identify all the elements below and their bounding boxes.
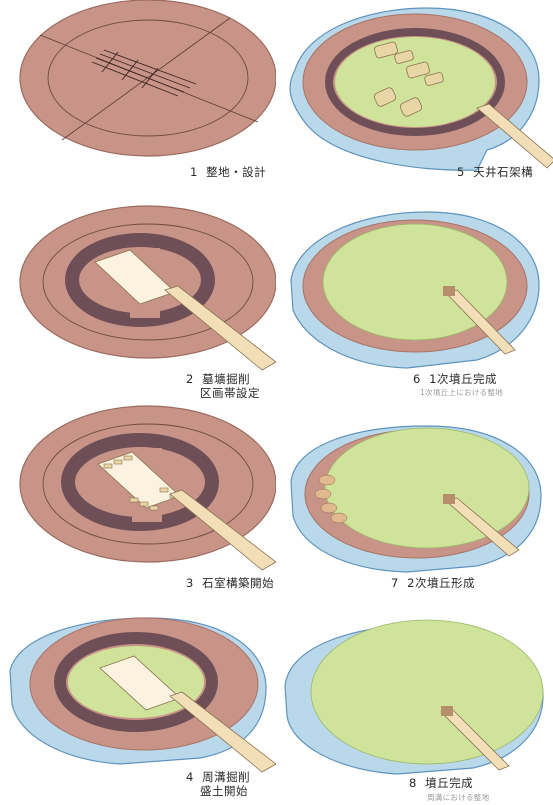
note-8: 周溝における整地 [427, 792, 489, 803]
panel-7-illustration [277, 400, 553, 600]
panel-7: 7 2次墳丘形成 [277, 400, 553, 600]
caption-4: 4 周溝掘削 盛土開始 [186, 770, 250, 798]
caption-1: 1 整地・設計 [190, 165, 266, 179]
caption-6: 6 1次墳丘完成 [413, 372, 497, 386]
panel-8-illustration [277, 600, 553, 800]
panel-3-illustration [0, 400, 276, 600]
caption-5: 5 天井石架構 [457, 165, 533, 179]
caption-2: 2 墓壙掘削 区画帯設定 [186, 372, 260, 400]
panel-6: 6 1次墳丘完成 1次墳丘上における整地 [277, 200, 553, 400]
panel-4: 4 周溝掘削 盛土開始 [0, 600, 276, 800]
panel-6-illustration [277, 200, 553, 400]
panel-1: 1 整地・設計 [0, 0, 276, 200]
note-6: 1次墳丘上における整地 [420, 387, 503, 398]
panel-2-illustration [0, 200, 276, 400]
caption-7: 7 2次墳丘形成 [391, 576, 475, 590]
panel-8: 8 墳丘完成 周溝における整地 [277, 600, 553, 800]
panel-3: 3 石室構築開始 [0, 400, 276, 600]
panel-2: 2 墓壙掘削 区画帯設定 [0, 200, 276, 400]
panel-5: 5 天井石架構 [277, 0, 553, 200]
caption-8: 8 墳丘完成 [409, 776, 473, 790]
caption-3: 3 石室構築開始 [186, 576, 274, 590]
